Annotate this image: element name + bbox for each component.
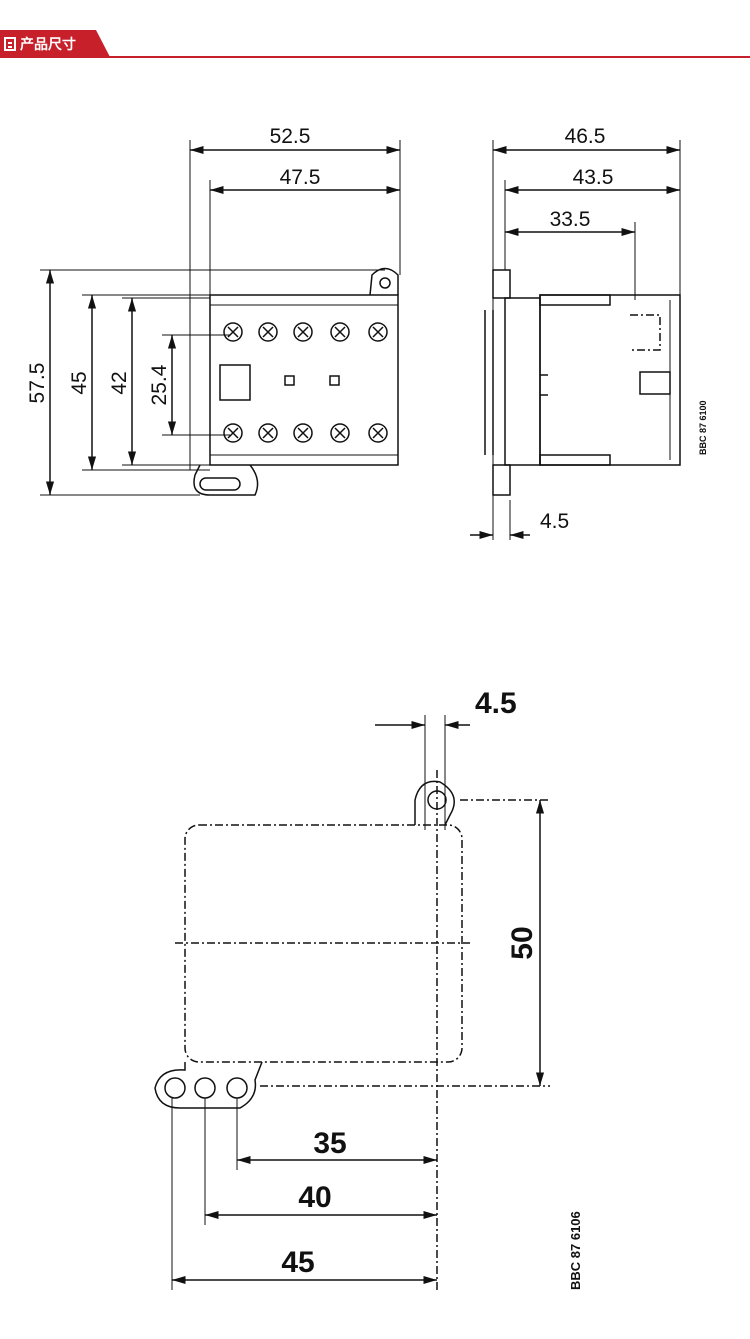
dim-33-5: 33.5 [550, 208, 591, 231]
dim-42: 42 [108, 371, 131, 394]
dim-45-mount: 45 [281, 1246, 314, 1279]
header-divider [0, 56, 750, 58]
dim-47-5: 47.5 [280, 166, 321, 189]
dim-46-5: 46.5 [565, 125, 606, 148]
dim-hole-4-5: 4.5 [475, 687, 517, 720]
mounting-view: 4.5 50 35 40 45 BBC 87 6106 [154, 687, 583, 1290]
dim-25-4: 25.4 [148, 364, 171, 405]
dim-43-5: 43.5 [573, 166, 614, 189]
dim-57-5: 57.5 [26, 363, 49, 404]
dim-50: 50 [506, 926, 539, 959]
dim-40: 40 [298, 1181, 331, 1214]
side-view-code: BBC 87 6100 [698, 400, 708, 455]
header-title: 产品尺寸 [20, 35, 76, 52]
dim-52-5: 52.5 [270, 125, 311, 148]
front-view: 52.5 47.5 57.5 45 42 25.4 [26, 125, 401, 496]
terminal-screws [223, 322, 388, 443]
document-icon [4, 36, 16, 51]
dim-45: 45 [68, 371, 91, 394]
side-view: 46.5 43.5 33.5 4.5 BBC 87 6100 [470, 125, 708, 540]
mounting-view-code: BBC 87 6106 [568, 1211, 583, 1290]
header-tab: 产品尺寸 [0, 30, 110, 57]
dim-4-5-side: 4.5 [540, 510, 569, 533]
dim-35: 35 [313, 1127, 346, 1160]
